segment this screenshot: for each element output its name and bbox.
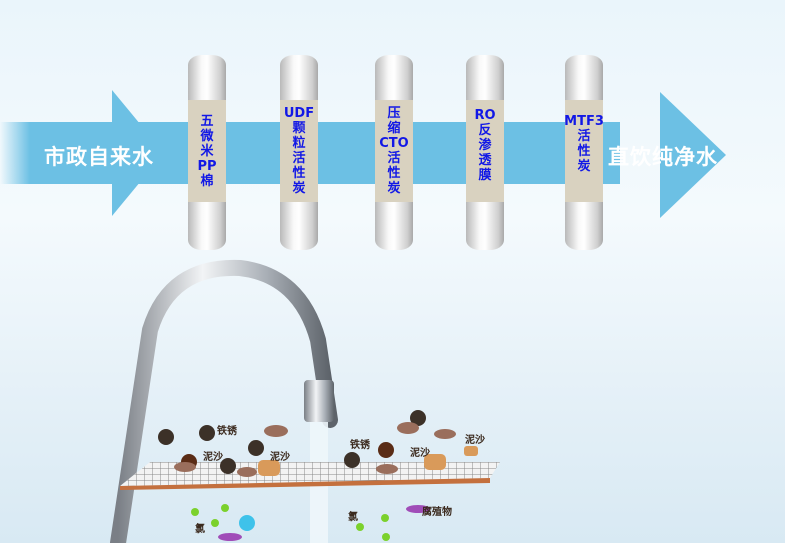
chlorine-molecules	[191, 504, 430, 541]
contaminant-label: 泥沙	[203, 452, 223, 463]
contaminant-label: 氯	[195, 524, 205, 535]
arrow-head-left	[112, 90, 164, 216]
output-label: 直饮纯净水	[608, 145, 718, 169]
rust-nuts	[158, 410, 426, 474]
contaminant-label: 氯	[348, 512, 358, 523]
arrow-head-right	[660, 92, 726, 218]
faucet-spout	[110, 259, 338, 543]
sand-stones	[174, 422, 478, 477]
filter-mesh-plate	[120, 462, 500, 486]
flow-arrow-tail	[0, 122, 30, 184]
faucet-nozzle	[304, 380, 334, 422]
contaminant-label: 铁锈	[217, 426, 237, 437]
source-label: 市政自来水	[44, 145, 154, 169]
contaminant-label: 泥沙	[410, 448, 430, 459]
contaminant-label: 泥沙	[465, 435, 485, 446]
contaminant-label: 泥沙	[270, 452, 290, 463]
contaminant-label: 腐殖物	[422, 507, 452, 518]
contaminant-label: 铁锈	[350, 440, 370, 451]
